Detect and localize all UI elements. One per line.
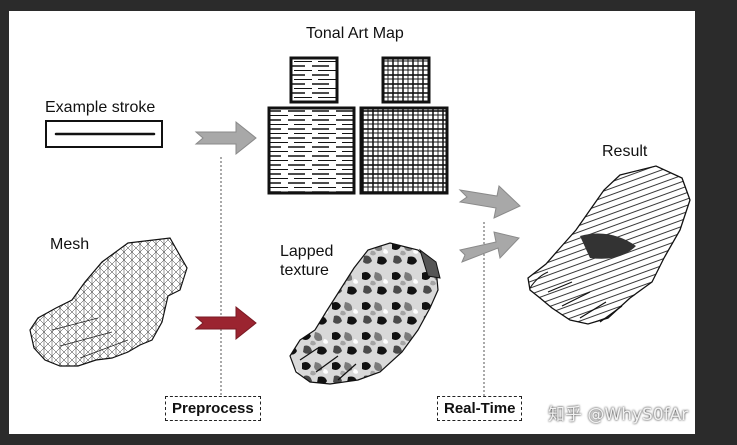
lapped-texture-label-line2: texture	[280, 262, 329, 279]
realtime-stage-label: Real-Time	[437, 396, 523, 421]
example-stroke-box	[45, 120, 163, 148]
lapped-texture-label-line1: Lapped	[280, 243, 334, 260]
result-label: Result	[602, 143, 648, 160]
arrow-tam-to-result	[458, 185, 521, 219]
tam-title: Tonal Art Map	[306, 25, 404, 42]
lapped-texture-hand	[289, 242, 441, 385]
mesh-hand	[29, 237, 188, 367]
tam-dark-small	[381, 56, 431, 104]
preprocess-stage-label: Preprocess	[165, 396, 261, 421]
mesh-label: Mesh	[50, 236, 90, 253]
watermark: 知乎 @WhyS0fAr	[548, 405, 689, 425]
tam-light-small	[289, 56, 339, 104]
arrow-texture-to-result	[459, 231, 520, 263]
arrow-stroke-to-tam	[194, 120, 257, 156]
example-stroke-label: Example stroke	[45, 99, 156, 116]
tam-light-large	[267, 106, 356, 195]
tam-dark-large	[359, 106, 449, 195]
arrow-mesh-to-texture	[194, 305, 257, 341]
result-hand	[527, 165, 691, 325]
